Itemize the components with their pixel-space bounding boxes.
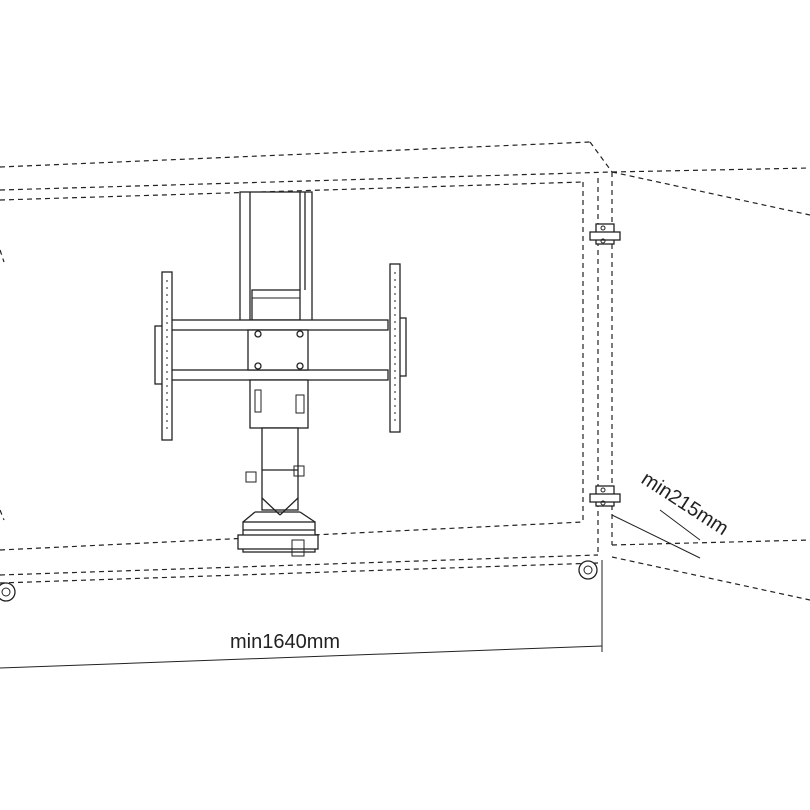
lower-hinge (589, 485, 621, 507)
left-caster (0, 582, 16, 602)
tv-mount-crossbar (154, 317, 407, 385)
left-vesa-bracket (161, 271, 173, 441)
right-vesa-bracket (389, 263, 401, 433)
upper-hinge (589, 223, 621, 245)
lift-base-plate (237, 511, 319, 557)
width-dimension: min1640mm (0, 560, 603, 669)
depth-dimension-label: min215mm (637, 468, 732, 540)
right-caster (578, 560, 598, 580)
width-dimension-label: min1640mm (230, 631, 340, 653)
tv-lift-column (239, 191, 313, 323)
lift-lower-column (245, 379, 309, 516)
